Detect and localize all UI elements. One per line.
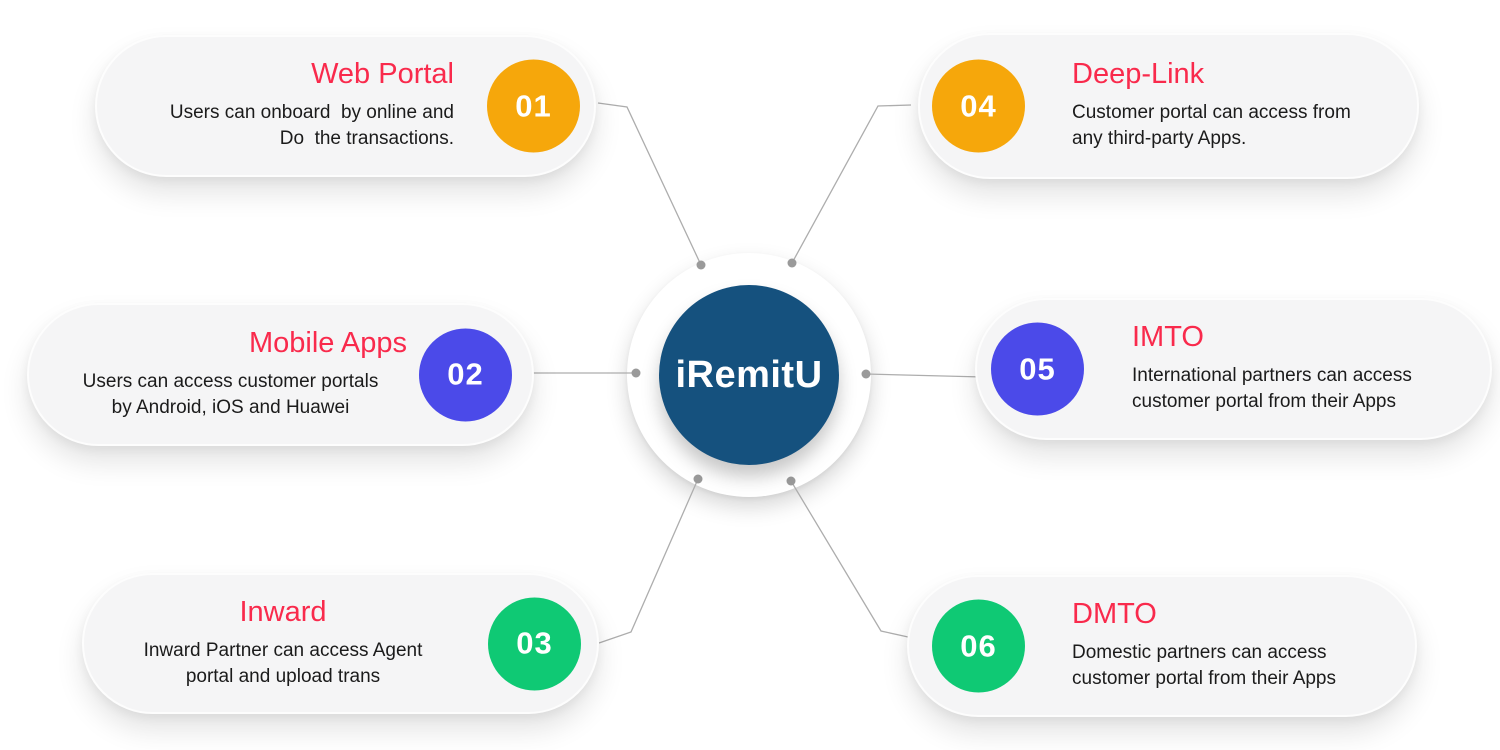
connector-dmto (790, 480, 909, 638)
card-title-dmto: DMTO (1072, 598, 1157, 631)
number-badge-03: 03 (488, 597, 581, 690)
card-description-web-portal: Users can onboard by online and Do the t… (169, 102, 454, 150)
center-node: iRemitU (659, 285, 839, 465)
connector-web-portal (597, 102, 702, 266)
card-text-block: IMTO International partners can access c… (1132, 300, 1462, 438)
card-text-block: Web Portal Users can onboard by online a… (127, 37, 454, 175)
card-title-mobile-apps: Mobile Apps (249, 326, 407, 359)
card-text-block: Deep-Link Customer portal can access fro… (1072, 35, 1389, 177)
card-description-dmto: Domestic partners can access customer po… (1072, 642, 1336, 690)
card-title-deep-link: Deep-Link (1072, 58, 1205, 91)
card-title-web-portal: Web Portal (311, 58, 454, 91)
card-inward: 03 Inward Inward Partner can access Agen… (82, 573, 599, 714)
card-web-portal: 01 Web Portal Users can onboard by onlin… (95, 35, 596, 177)
card-imto: 05 IMTO International partners can acces… (975, 298, 1492, 440)
connector-deep-link (791, 104, 912, 264)
number-badge-04: 04 (932, 59, 1025, 153)
connector-inward (598, 478, 699, 644)
number-badge-01: 01 (487, 59, 580, 153)
card-description-mobile-apps: Users can access customer portals by And… (82, 370, 379, 418)
card-text-block: Mobile Apps Users can access customer po… (54, 305, 407, 444)
card-description-deep-link: Customer portal can access from any thir… (1072, 102, 1351, 150)
card-title-inward: Inward (239, 595, 327, 628)
card-dmto: 06 DMTO Domestic partners can access cus… (907, 575, 1417, 717)
number-badge-02: 02 (419, 328, 512, 421)
card-title-imto: IMTO (1132, 321, 1204, 354)
number-badge-06: 06 (932, 599, 1025, 693)
card-text-block: DMTO Domestic partners can access custom… (1072, 577, 1387, 715)
number-badge-05: 05 (991, 322, 1084, 416)
connector-imto (865, 373, 984, 378)
card-description-inward: Inward Partner can access Agent portal a… (143, 639, 423, 687)
center-label: iRemitU (675, 353, 823, 396)
card-deep-link: 04 Deep-Link Customer portal can access … (918, 33, 1419, 179)
card-text-block: Inward Inward Partner can access Agent p… (114, 575, 452, 712)
card-description-imto: International partners can access custom… (1132, 365, 1412, 413)
card-mobile-apps: 02 Mobile Apps Users can access customer… (27, 303, 534, 446)
